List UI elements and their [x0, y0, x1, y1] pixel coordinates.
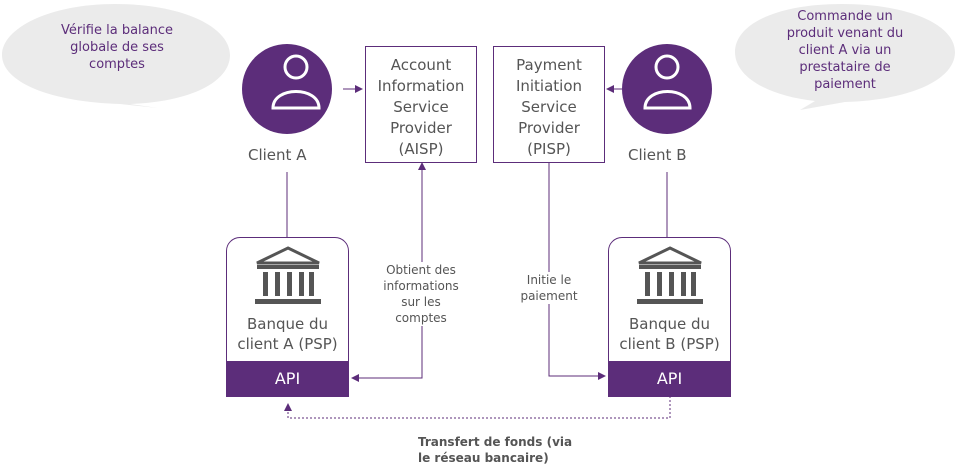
client-b-label: Client B	[628, 146, 687, 164]
client-a-label: Client A	[248, 146, 307, 164]
arrow-funds-transfer	[284, 396, 671, 419]
funds-transfer-label: Transfert de fonds (via le réseau bancai…	[418, 435, 573, 465]
bank-a-api[interactable]: API	[227, 361, 348, 396]
flow-pisp-label: Initie le paiement	[514, 272, 584, 304]
client-a-circle	[242, 44, 332, 134]
speech-bubble-b	[735, 4, 955, 110]
pisp-box[interactable]: Payment Initiation Service Provider (PIS…	[493, 46, 605, 163]
bank-a-box[interactable]: Banque du client A (PSP) API	[226, 237, 349, 397]
user-icon	[271, 54, 321, 110]
bank-icon	[637, 246, 703, 304]
bank-icon	[255, 246, 321, 304]
arrow-pisp-bank-b	[548, 163, 606, 380]
bank-b-box[interactable]: Banque du client B (PSP) API	[608, 237, 731, 397]
bubble-b-text: Commande un produit venant du client A v…	[786, 9, 904, 92]
bank-b-label: Banque du client B (PSP)	[619, 315, 720, 353]
aisp-box[interactable]: Account Information Service Provider (AI…	[365, 46, 477, 163]
speech-bubble-a	[2, 4, 230, 108]
bubble-a-text: Vérifie la balance globale de ses compte…	[60, 23, 174, 72]
flow-aisp-label: Obtient des informations sur les comptes	[378, 262, 464, 326]
user-icon	[643, 54, 692, 110]
bank-a-label: Banque du client A (PSP)	[237, 315, 338, 353]
bank-b-api[interactable]: API	[609, 361, 730, 396]
client-b-circle	[622, 44, 712, 134]
